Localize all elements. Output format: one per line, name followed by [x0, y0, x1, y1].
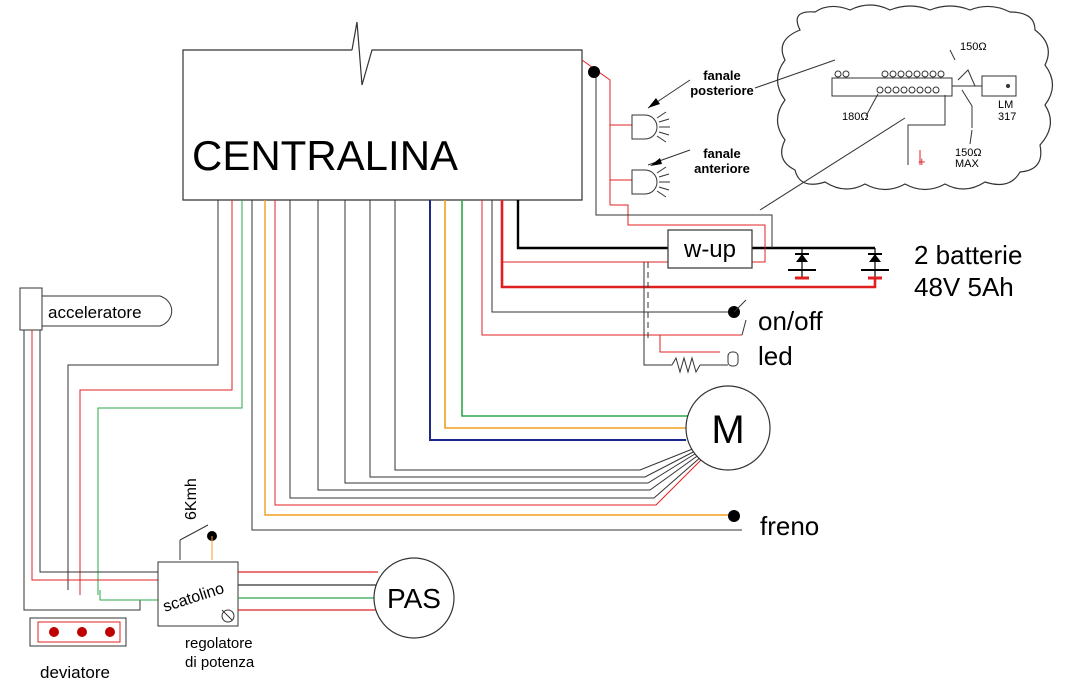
inset-lm-1: LM: [998, 99, 1013, 111]
wakeup-box: [667, 229, 753, 269]
accelerator-grip: [19, 287, 43, 331]
hall-wire-1: [394, 200, 696, 471]
motor-label: M: [711, 408, 744, 452]
onoff-switch: on/off: [728, 299, 823, 336]
front-light-line1: fanale: [703, 146, 741, 161]
wire-led-3: [659, 335, 720, 353]
diode-2: [869, 254, 881, 262]
motor-wires: [274, 200, 704, 506]
battery-line1: 2 batterie: [914, 240, 1022, 270]
hall-wire-5: [289, 200, 703, 499]
lm317-box: [981, 75, 1017, 97]
accelerator-label: acceleratore: [48, 303, 142, 322]
light-junction: [588, 66, 600, 78]
front-light: fanale anteriore: [631, 146, 750, 198]
power-regulator-line1: regolatore: [185, 635, 253, 652]
accelerator-body: [41, 295, 173, 327]
rear-light-lamp: [631, 114, 658, 140]
wire-main-red: [500, 200, 877, 289]
wire-green-motor: [461, 200, 692, 417]
pas: PAS: [373, 557, 455, 639]
accelerator-wires: [23, 200, 243, 611]
selector-dot-1: [49, 627, 59, 637]
inset-lm-2: 317: [998, 111, 1016, 123]
power-wires: [481, 200, 877, 366]
pas-wires: [238, 571, 378, 611]
wire-blue-motor: [429, 200, 686, 441]
inset-lead-2: [759, 117, 906, 211]
wakeup: w-up: [667, 229, 753, 269]
led-chain-top: [834, 70, 945, 78]
hall-wire-4: [317, 200, 701, 491]
battery-label: 2 batterie 48V 5Ah: [914, 240, 1022, 302]
controller-box: [182, 21, 583, 201]
regulator-inset: 150Ω 180Ω LM 317 150Ω MAX +: [754, 4, 1054, 211]
controller-label: CENTRALINA: [192, 132, 458, 179]
brake-label: freno: [760, 511, 819, 541]
selector-label: deviatore: [40, 663, 110, 682]
power-regulator-line2: di potenza: [185, 654, 255, 671]
wire-brake-yellow: [264, 200, 734, 516]
rear-light-line2: posteriore: [690, 83, 754, 98]
rear-light-line1: fanale: [703, 68, 741, 83]
speed-limit-label: 6Kmh: [183, 478, 200, 520]
motor: M: [685, 385, 771, 471]
inset-plus: +: [918, 154, 926, 169]
wire-yellow-motor: [444, 200, 688, 429]
pas-label: PAS: [387, 583, 441, 614]
brake-contact: [728, 510, 740, 522]
light-wires: [581, 59, 773, 248]
selector-dot-2: [77, 627, 87, 637]
scatolino: scatolino: [157, 561, 239, 627]
power-regulator: regolatore di potenza: [185, 635, 255, 671]
motor-circle: [685, 385, 771, 471]
battery-cells: [788, 248, 889, 280]
led-body: [727, 351, 739, 367]
wakeup-label: w-up: [683, 236, 736, 263]
led-chain-bottom: [876, 86, 940, 94]
inset-lead-1: [754, 59, 836, 89]
cloud-outline: [776, 4, 1054, 191]
rear-light: fanale posteriore: [631, 68, 754, 143]
led-resistor: [671, 356, 701, 374]
led-label: led: [758, 341, 793, 371]
front-light-lamp: [631, 169, 658, 195]
front-light-line2: anteriore: [694, 161, 750, 176]
wire-red-thin-2: [610, 204, 766, 263]
wire-onoff-2: [481, 200, 742, 336]
hall-wire-3: [344, 200, 699, 484]
led: led: [671, 341, 793, 374]
inset-r150-top: 150Ω: [960, 41, 987, 53]
hall-wire-red: [274, 200, 704, 506]
hall-wire-2: [369, 200, 698, 478]
wire-brake-black: [251, 200, 742, 531]
inset-r180: 180Ω: [842, 111, 869, 123]
inset-pot-1: 150Ω: [955, 147, 982, 159]
wire-onoff-1: [491, 200, 734, 313]
accelerator: acceleratore: [19, 287, 173, 331]
battery-line2: 48V 5Ah: [914, 272, 1014, 302]
brake: freno: [251, 200, 819, 541]
inset-pot-2: MAX: [955, 158, 980, 170]
wire-led-1: [643, 262, 672, 366]
diode-1: [796, 254, 808, 262]
speed-limit: 6Kmh: [179, 478, 217, 560]
controller: CENTRALINA: [182, 21, 583, 201]
switch-selector: deviatore: [29, 617, 127, 682]
onoff-label: on/off: [758, 306, 823, 336]
pas-circle: [373, 557, 455, 639]
selector-dot-3: [105, 627, 115, 637]
wire-main-black: [516, 200, 875, 250]
